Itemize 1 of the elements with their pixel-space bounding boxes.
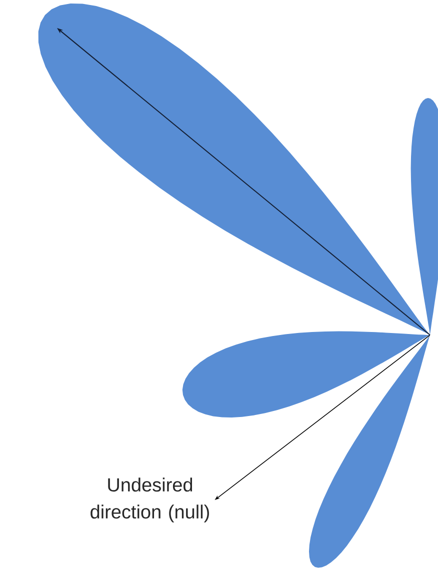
radiation-pattern-drawing bbox=[38, 4, 438, 568]
